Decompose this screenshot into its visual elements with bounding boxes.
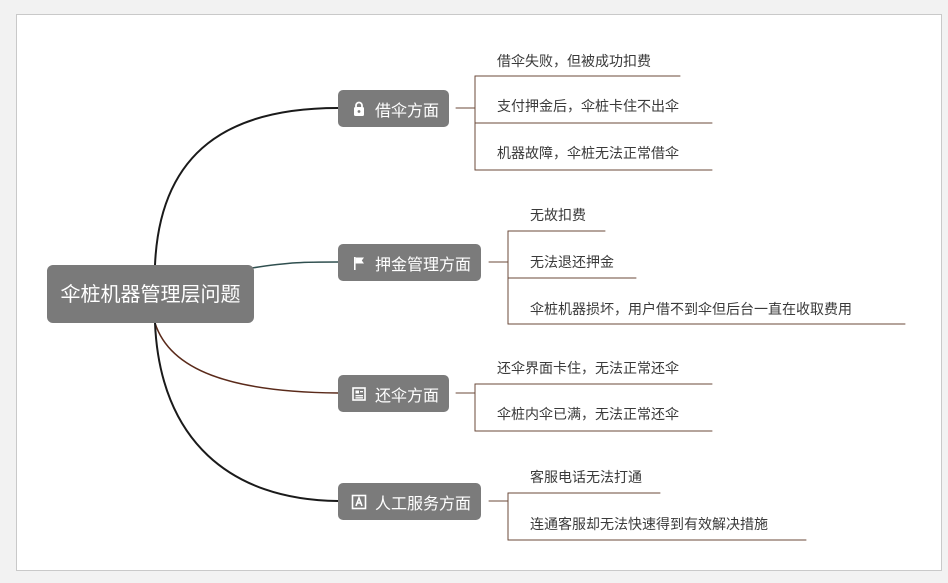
root-node[interactable]: 伞桩机器管理层问题 <box>47 265 254 323</box>
branch-label: 还伞方面 <box>375 385 440 405</box>
leaf-item[interactable]: 还伞界面卡住，无法正常还伞 <box>497 361 679 377</box>
connector-root-manual-service <box>154 322 339 502</box>
branch-label: 人工服务方面 <box>375 493 472 513</box>
leaf-item[interactable]: 支付押金后，伞桩卡住不出伞 <box>497 99 679 115</box>
branch-label: 借伞方面 <box>375 100 440 120</box>
document-icon <box>352 386 366 401</box>
leaf-item[interactable]: 伞桩机器损坏，用户借不到伞但后台一直在收取费用 <box>530 302 852 318</box>
leaf-item[interactable]: 伞桩内伞已满，无法正常还伞 <box>497 407 679 423</box>
branch-label: 押金管理方面 <box>375 254 472 274</box>
leaf-item[interactable]: 无法退还押金 <box>530 255 614 271</box>
leaf-item[interactable]: 连通客服却无法快速得到有效解决措施 <box>530 517 768 533</box>
branch-node-borrow[interactable]: 借伞方面 <box>338 90 450 127</box>
lock-icon <box>354 101 364 116</box>
connector-root-borrow <box>154 107 339 266</box>
leaf-item[interactable]: 机器故障，伞桩无法正常借伞 <box>497 146 679 162</box>
leaf-item[interactable]: 借伞失败，但被成功扣费 <box>497 54 651 70</box>
branch-node-return[interactable]: 还伞方面 <box>338 375 450 412</box>
leaf-item[interactable]: 无故扣费 <box>530 208 586 224</box>
branch-node-manual-service[interactable]: 人工服务方面 <box>338 483 482 520</box>
letter-a-icon <box>351 494 367 509</box>
flag-icon <box>354 256 364 270</box>
connector-root-deposit <box>251 261 339 269</box>
branch-node-deposit[interactable]: 押金管理方面 <box>338 244 482 281</box>
connector-root-return <box>154 322 339 394</box>
leaf-item[interactable]: 客服电话无法打通 <box>530 470 642 486</box>
